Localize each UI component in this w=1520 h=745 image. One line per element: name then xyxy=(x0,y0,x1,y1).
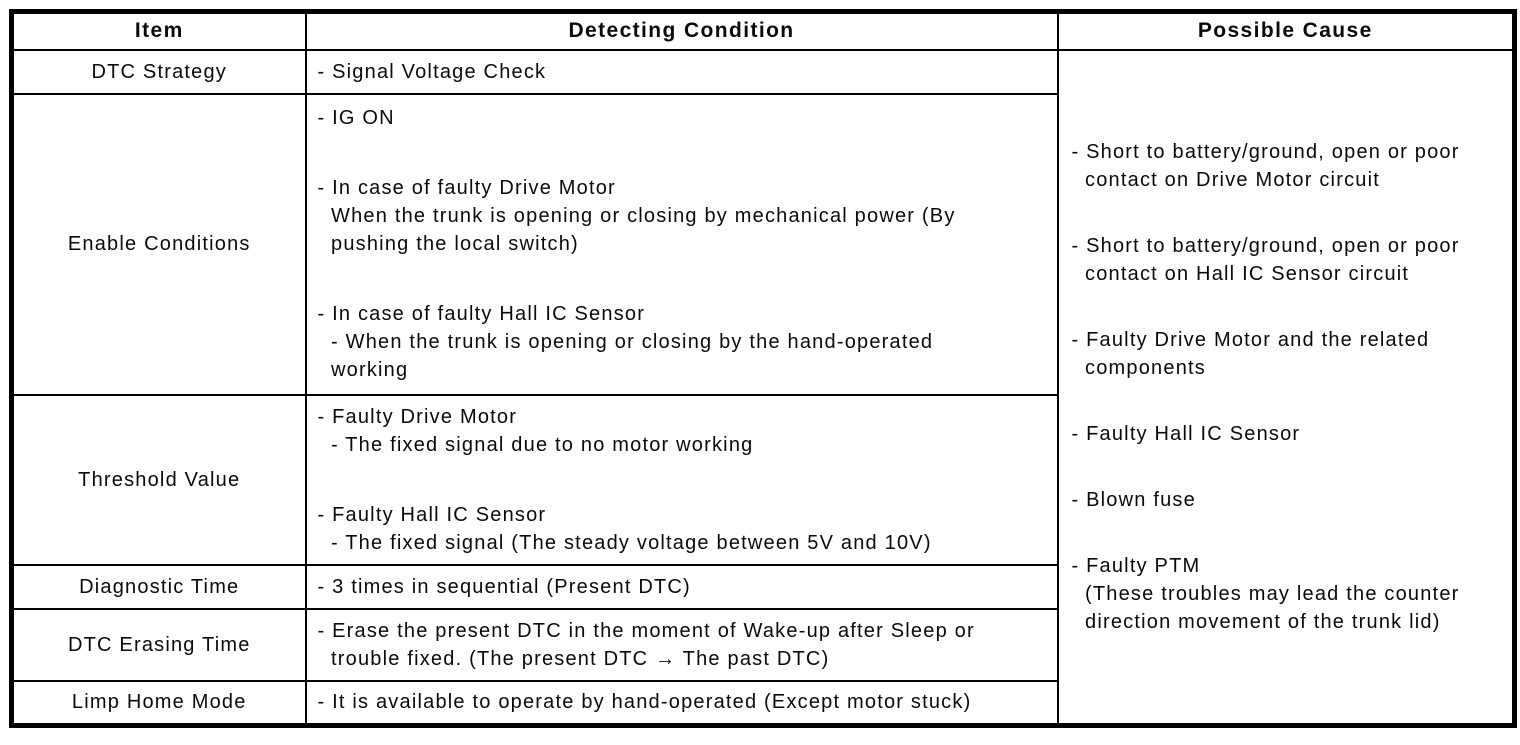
cell-limp-home-mode-condition: - It is available to operate by hand-ope… xyxy=(304,679,1059,727)
condition-text: - It is available to operate by hand-ope… xyxy=(317,691,972,714)
cell-threshold-value-condition: - Faulty Drive Motor - The fixed signal … xyxy=(304,393,1059,566)
condition-text: - Erase the present DTC in the moment of… xyxy=(317,619,975,670)
table-row: Limp Home Mode - It is available to oper… xyxy=(10,679,1515,727)
condition-text: - Signal Voltage Check xyxy=(317,60,547,83)
cell-dtc-erasing-time-condition: - Erase the present DTC in the moment of… xyxy=(304,607,1059,682)
row-label-diagnostic-time: Diagnostic Time xyxy=(10,563,307,610)
possible-cause-item: - Faulty PTM (These troubles may lead th… xyxy=(1071,554,1460,633)
possible-cause-item: - Faulty Drive Motor and the related com… xyxy=(1071,328,1430,379)
table-row: DTC Strategy - Signal Voltage Check - Sh… xyxy=(10,48,1516,727)
possible-cause-item: - Faulty Hall IC Sensor xyxy=(1071,422,1301,445)
table-row: Threshold Value - Faulty Drive Motor - T… xyxy=(10,393,1515,566)
row-label-dtc-erasing-time: DTC Erasing Time xyxy=(10,607,307,682)
condition-text: - 3 times in sequential (Present DTC) xyxy=(317,575,691,598)
row-label-limp-home-mode: Limp Home Mode xyxy=(10,679,307,727)
possible-cause-item: - Short to battery/ground, open or poor … xyxy=(1071,140,1460,191)
header-item: Item xyxy=(10,10,307,51)
possible-cause-item: - Short to battery/ground, open or poor … xyxy=(1071,234,1460,285)
table-row: Diagnostic Time - 3 times in sequential … xyxy=(10,563,1515,610)
table-row: DTC Erasing Time - Erase the present DTC… xyxy=(10,607,1515,682)
condition-text: - IG ON xyxy=(317,107,395,129)
row-label-threshold-value: Threshold Value xyxy=(10,393,307,566)
table-row: Enable Conditions - IG ON - In case of f… xyxy=(10,92,1515,396)
condition-text: - Faulty Hall IC Sensor - The fixed sign… xyxy=(317,503,932,554)
dtc-diagnostic-table: Item Detecting Condition Possible Cause … xyxy=(9,9,1517,728)
cell-diagnostic-time-condition: - 3 times in sequential (Present DTC) xyxy=(304,563,1059,610)
cell-enable-conditions-condition: - IG ON - In case of faulty Drive Motor … xyxy=(304,92,1059,396)
condition-text: - In case of faulty Drive Motor When the… xyxy=(317,177,956,255)
header-detecting-condition: Detecting Condition xyxy=(304,10,1059,51)
possible-cause-item: - Blown fuse xyxy=(1071,488,1196,511)
condition-text: - Faulty Drive Motor - The fixed signal … xyxy=(317,405,754,456)
cell-possible-cause: - Short to battery/ground, open or poor … xyxy=(1056,48,1516,727)
table-header-row: Item Detecting Condition Possible Cause xyxy=(10,10,1516,51)
condition-text: - In case of faulty Hall IC Sensor - Whe… xyxy=(317,303,934,381)
row-label-dtc-strategy: DTC Strategy xyxy=(10,48,307,95)
header-possible-cause: Possible Cause xyxy=(1056,10,1516,51)
row-label-enable-conditions: Enable Conditions xyxy=(10,92,307,396)
cell-dtc-strategy-condition: - Signal Voltage Check xyxy=(304,48,1059,95)
